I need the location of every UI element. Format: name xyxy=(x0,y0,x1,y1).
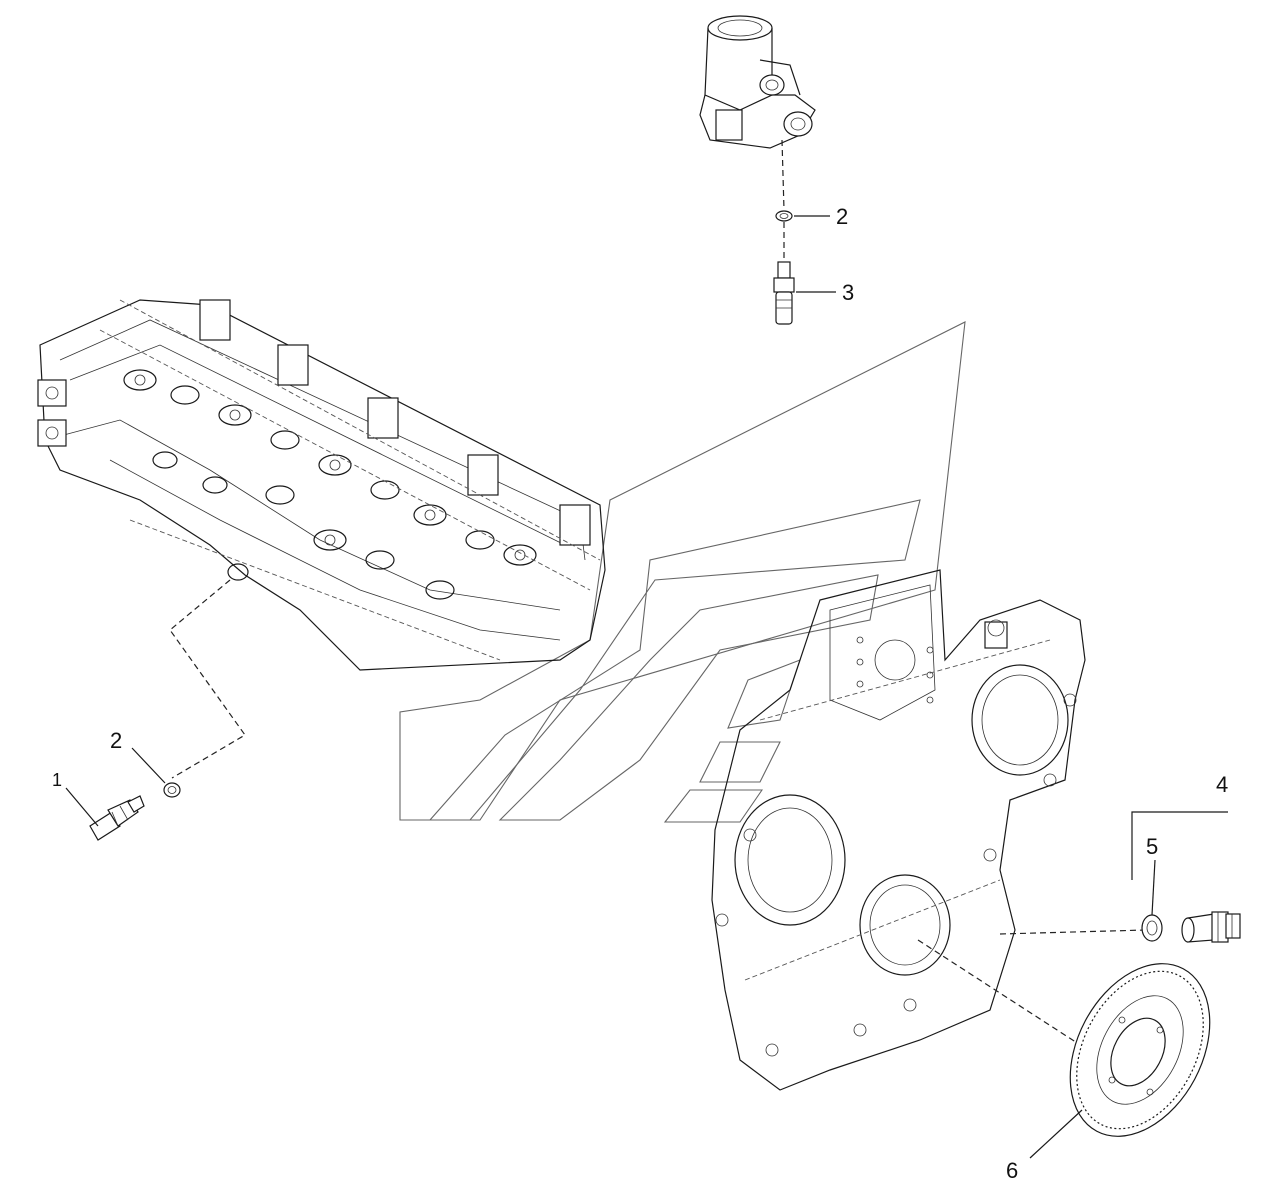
temperature-sensor-icon xyxy=(89,795,145,841)
callout-1: 1 xyxy=(52,770,62,790)
speed-sensor-icon xyxy=(1181,911,1241,943)
callout-2-top: 2 xyxy=(836,204,848,229)
watermark-logo xyxy=(399,321,966,823)
callout-leaders xyxy=(65,215,1228,1159)
callout-5: 5 xyxy=(1146,834,1158,859)
sealing-washer-icon xyxy=(775,210,793,222)
callout-labels: 2 3 2 1 4 5 6 xyxy=(52,204,1228,1183)
callout-2-left: 2 xyxy=(110,728,122,753)
o-ring-icon xyxy=(1141,914,1163,942)
timing-cover xyxy=(711,569,1086,1091)
phonic-wheel-icon xyxy=(1069,963,1211,1137)
cylinder-head-assembly xyxy=(37,299,606,671)
thermostat-housing xyxy=(699,15,816,149)
sealing-washer-icon xyxy=(163,782,181,798)
callout-4: 4 xyxy=(1216,772,1228,797)
callout-6: 6 xyxy=(1006,1158,1018,1183)
callout-3: 3 xyxy=(842,280,854,305)
sensor-icon xyxy=(773,261,795,325)
assembly-lines xyxy=(169,139,1147,1051)
sensor-port-icon xyxy=(227,563,249,581)
